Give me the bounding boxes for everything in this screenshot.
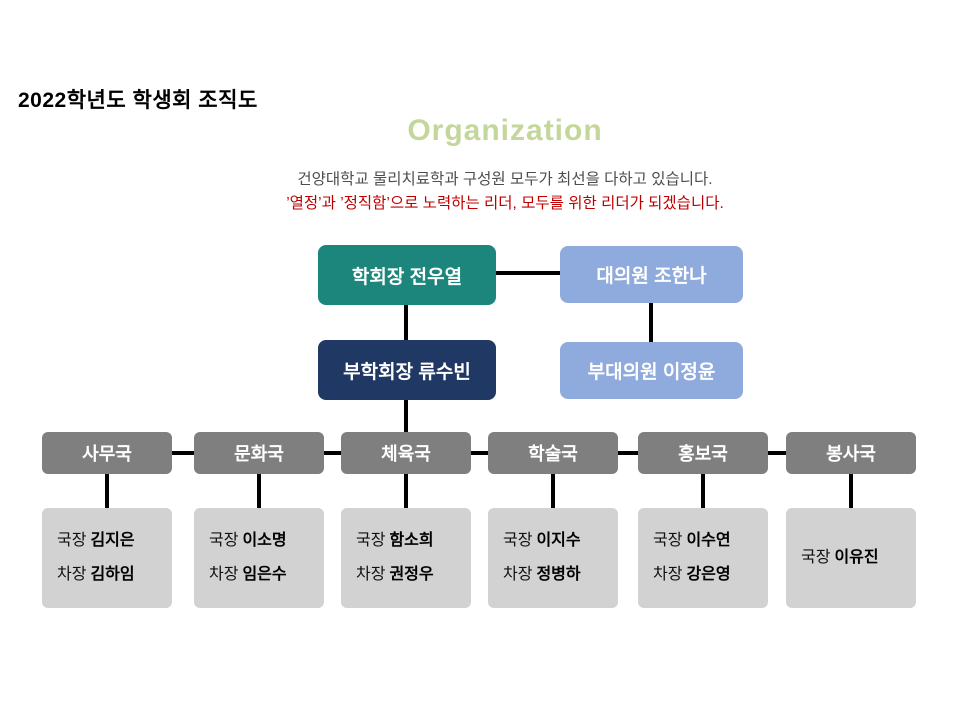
dept-box-haksulguk: 학술국 [488, 432, 618, 474]
node-delegate: 대의원 조한나 [560, 246, 743, 303]
connector-vicepresident-departments [404, 400, 408, 432]
member-name: 이소명 [242, 532, 287, 549]
dept-box-samuguk: 사무국 [42, 432, 172, 474]
dept-box-bongsaguk: 봉사국 [786, 432, 916, 474]
node-vice-delegate: 부대의원 이정윤 [560, 342, 743, 399]
member-name: 김하임 [90, 566, 135, 583]
member-name: 이유진 [834, 549, 879, 566]
member-name: 김지은 [90, 532, 135, 549]
connector-department-bus [107, 451, 851, 455]
page-title: 2022학년도 학생회 조직도 [18, 89, 258, 112]
connector-dept1-members [105, 474, 109, 508]
dept-box-munhwaguk: 문화국 [194, 432, 324, 474]
member-role: 국장 [356, 532, 386, 549]
member-name: 강은영 [686, 566, 731, 583]
member-role: 국장 [209, 532, 239, 549]
member-role: 차장 [209, 566, 239, 583]
connector-dept5-members [701, 474, 705, 508]
connector-president-delegate [496, 271, 560, 275]
member-role: 국장 [801, 549, 831, 566]
member-role: 차장 [503, 566, 533, 583]
member-role: 국장 [653, 532, 683, 549]
motto-text: ’열정’과 ’정직함’으로 노력하는 리더, 모두를 위한 리더가 되겠습니다. [286, 195, 724, 212]
member-name: 이지수 [536, 532, 581, 549]
subtitle-text: 건양대학교 물리치료학과 구성원 모두가 최선을 다하고 있습니다. [297, 171, 713, 188]
member-role: 차장 [653, 566, 683, 583]
member-name: 권정우 [389, 566, 434, 583]
connector-dept6-members [849, 474, 853, 508]
connector-delegate-vicedelegate [649, 303, 653, 342]
node-president: 학회장 전우열 [318, 245, 496, 305]
organization-heading: Organization [407, 114, 603, 147]
connector-president-vicepresident [404, 305, 408, 340]
member-name: 정병하 [536, 566, 581, 583]
node-vice-president: 부학회장 류수빈 [318, 340, 496, 400]
member-role: 차장 [356, 566, 386, 583]
dept-box-hongboguk: 홍보국 [638, 432, 768, 474]
member-role: 국장 [57, 532, 87, 549]
member-name: 임은수 [242, 566, 287, 583]
member-role: 국장 [503, 532, 533, 549]
member-name: 이수연 [686, 532, 731, 549]
connector-dept3-members [404, 474, 408, 508]
connector-dept4-members [551, 474, 555, 508]
dept-box-cheyukguk: 체육국 [341, 432, 471, 474]
member-role: 차장 [57, 566, 87, 583]
member-name: 함소희 [389, 532, 434, 549]
connector-dept2-members [257, 474, 261, 508]
